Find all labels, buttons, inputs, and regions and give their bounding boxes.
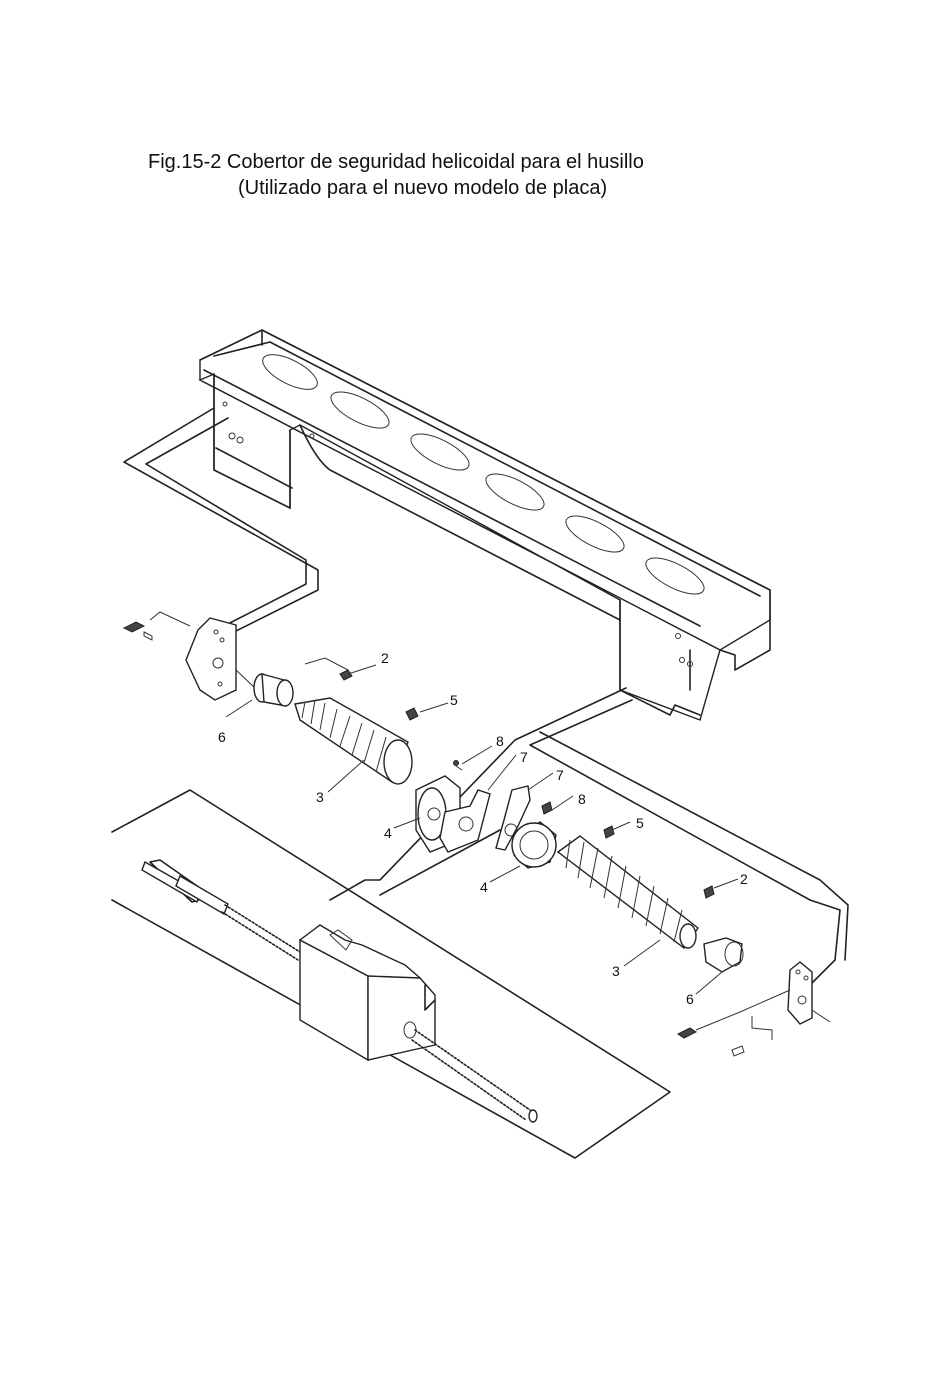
callout-left-bolt: 5 <box>450 692 458 708</box>
callout-right-pin: 8 <box>578 791 586 807</box>
callout-left-bellows: 3 <box>316 789 324 805</box>
callout-right-bracket: 7 <box>556 767 564 783</box>
lathe-bed <box>200 330 770 720</box>
callout-right-flange: 4 <box>480 879 488 895</box>
callout-left-pin: 8 <box>496 733 504 749</box>
callout-right-bellows: 3 <box>612 963 620 979</box>
callout-right-bushing: 6 <box>686 991 694 1007</box>
left-parts <box>124 612 490 852</box>
callout-left-screw-top: 2 <box>381 650 389 666</box>
callout-left-bracket: 7 <box>520 749 528 765</box>
right-parts <box>496 786 830 1056</box>
callout-left-bushing: 6 <box>218 729 226 745</box>
callout-right-bolt: 5 <box>636 815 644 831</box>
callout-right-screw-top: 2 <box>740 871 748 887</box>
callout-left-flange: 4 <box>384 825 392 841</box>
